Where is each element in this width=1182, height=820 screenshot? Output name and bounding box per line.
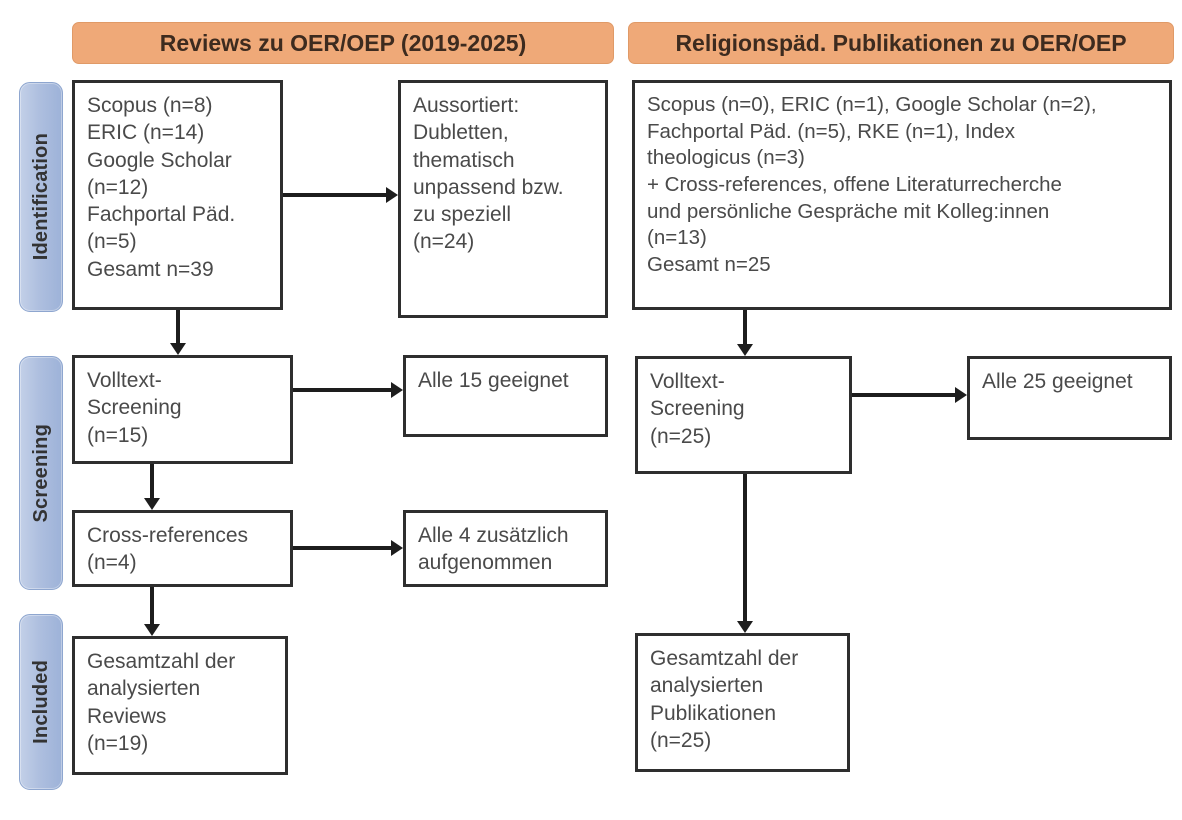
box-right-sources-text: Scopus (n=0), ERIC (n=1), Google Scholar… (647, 93, 1097, 276)
connector-left-crossrefs-to-included (150, 587, 154, 624)
box-left-fulltext-result-text: Alle 15 geeignet (418, 369, 569, 392)
column-header-left: Reviews zu OER/OEP (2019-2025) (72, 22, 614, 64)
connector-left-fulltext-to-crossrefs (150, 464, 154, 498)
box-left-crossrefs-text: Cross-references (n=4) (87, 524, 249, 575)
phase-label-included: Included (29, 660, 52, 744)
connector-left-crossrefs-to-result (293, 546, 391, 550)
column-header-right: Religionspäd. Publikationen zu OER/OEP (628, 22, 1174, 64)
phase-bar-included: Included (19, 614, 63, 790)
arrowhead-left-sources-to-fulltext (170, 343, 186, 355)
phase-label-screening: Screening (29, 423, 52, 523)
arrowhead-right-sources-to-fulltext (737, 344, 753, 356)
box-left-included: Gesamtzahl der analysierten Reviews (n=1… (72, 636, 288, 775)
arrowhead-left-fulltext-to-result (391, 382, 403, 398)
arrowhead-left-crossrefs-to-result (391, 540, 403, 556)
phase-label-identification: Identification (29, 133, 52, 261)
box-left-fulltext-text: Volltext- Screening (n=15) (87, 369, 182, 447)
box-right-sources: Scopus (n=0), ERIC (n=1), Google Scholar… (632, 80, 1172, 310)
box-left-fulltext-result: Alle 15 geeignet (403, 355, 608, 437)
connector-left-sources-to-excluded (283, 193, 386, 197)
box-left-excluded: Aussortiert: Dubletten, thematisch unpas… (398, 80, 608, 318)
box-left-crossrefs-result-text: Alle 4 zusätzlich aufgenommen (418, 524, 569, 575)
box-left-crossrefs: Cross-references (n=4) (72, 510, 293, 587)
arrowhead-right-fulltext-to-result (955, 387, 967, 403)
box-right-fulltext-text: Volltext- Screening (n=25) (650, 370, 745, 448)
box-left-excluded-text: Aussortiert: Dubletten, thematisch unpas… (413, 94, 564, 254)
box-left-crossrefs-result: Alle 4 zusätzlich aufgenommen (403, 510, 608, 587)
connector-right-sources-to-fulltext (743, 310, 747, 344)
arrowhead-left-crossrefs-to-included (144, 624, 160, 636)
box-right-included-text: Gesamtzahl der analysierten Publikatione… (650, 647, 799, 752)
arrowhead-right-fulltext-to-included (737, 621, 753, 633)
box-left-sources-text: Scopus (n=8) ERIC (n=14) Google Scholar … (87, 94, 236, 281)
box-left-fulltext: Volltext- Screening (n=15) (72, 355, 293, 464)
connector-left-sources-to-fulltext (176, 310, 180, 343)
arrowhead-left-fulltext-to-crossrefs (144, 498, 160, 510)
column-header-right-label: Religionspäd. Publikationen zu OER/OEP (675, 29, 1127, 56)
box-right-fulltext-result: Alle 25 geeignet (967, 356, 1172, 440)
box-right-fulltext: Volltext- Screening (n=25) (635, 356, 852, 474)
column-header-left-label: Reviews zu OER/OEP (2019-2025) (159, 29, 527, 56)
phase-bar-screening: Screening (19, 356, 63, 590)
phase-bar-identification: Identification (19, 82, 63, 312)
box-left-sources: Scopus (n=8) ERIC (n=14) Google Scholar … (72, 80, 283, 310)
box-left-included-text: Gesamtzahl der analysierten Reviews (n=1… (87, 650, 236, 755)
connector-left-fulltext-to-result (293, 388, 391, 392)
connector-right-fulltext-to-result (852, 393, 955, 397)
connector-right-fulltext-to-included (743, 474, 747, 621)
box-right-included: Gesamtzahl der analysierten Publikatione… (635, 633, 850, 772)
arrowhead-left-sources-to-excluded (386, 187, 398, 203)
box-right-fulltext-result-text: Alle 25 geeignet (982, 370, 1133, 393)
